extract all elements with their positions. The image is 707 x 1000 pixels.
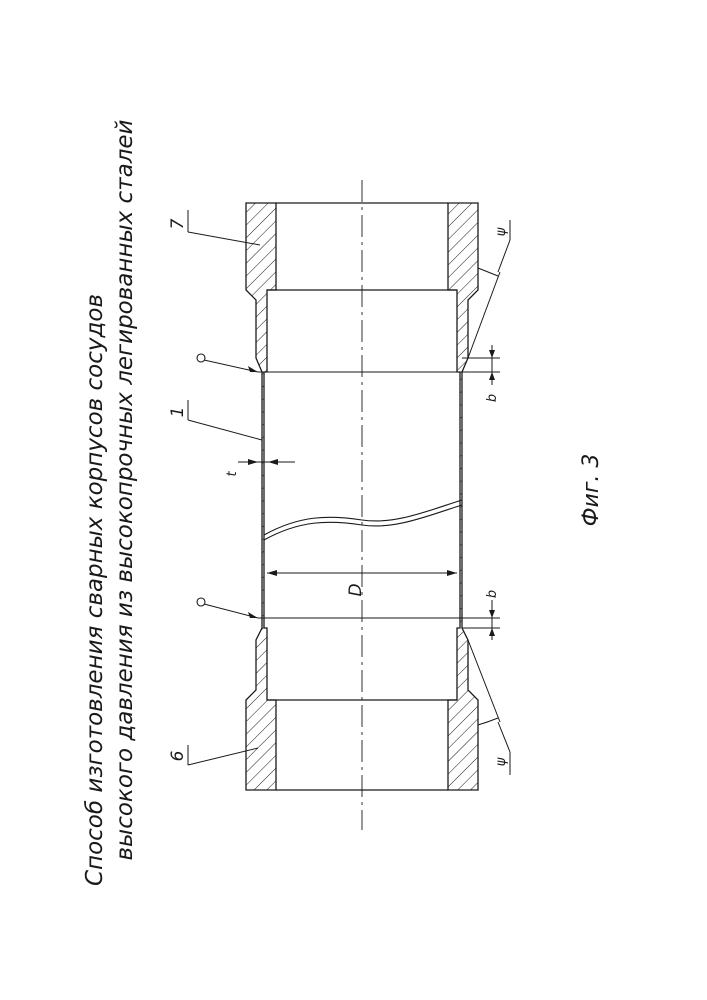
figure-caption: Фиг. 3 (579, 454, 604, 527)
label-part-1: 1 (168, 407, 188, 418)
label-b-upper: b (485, 394, 500, 402)
right-wall-section (448, 203, 478, 790)
label-b-lower: b (485, 590, 500, 598)
title-line-1: Способ изготовления сварных корпусов сос… (82, 294, 108, 886)
title-line-2: высокого давления из высокопрочных легир… (112, 119, 138, 860)
dimension-b-lower: b (462, 590, 500, 640)
title-block: Способ изготовления сварных корпусов сос… (82, 119, 138, 886)
leader-part-6: 6 (168, 745, 258, 765)
weld-symbol-upper (197, 354, 258, 372)
label-psi-upper: ψ (494, 227, 509, 236)
label-t: t (225, 471, 240, 477)
dimension-t: t (225, 459, 295, 477)
label-part-6: 6 (168, 750, 188, 761)
label-D: D (346, 583, 366, 596)
label-psi-lower: ψ (494, 757, 509, 766)
label-part-7: 7 (168, 218, 188, 229)
break-line-2 (264, 500, 462, 535)
leader-part-1: 1 (168, 400, 262, 440)
left-wall-section (246, 203, 276, 790)
weld-symbol-lower (197, 598, 258, 618)
